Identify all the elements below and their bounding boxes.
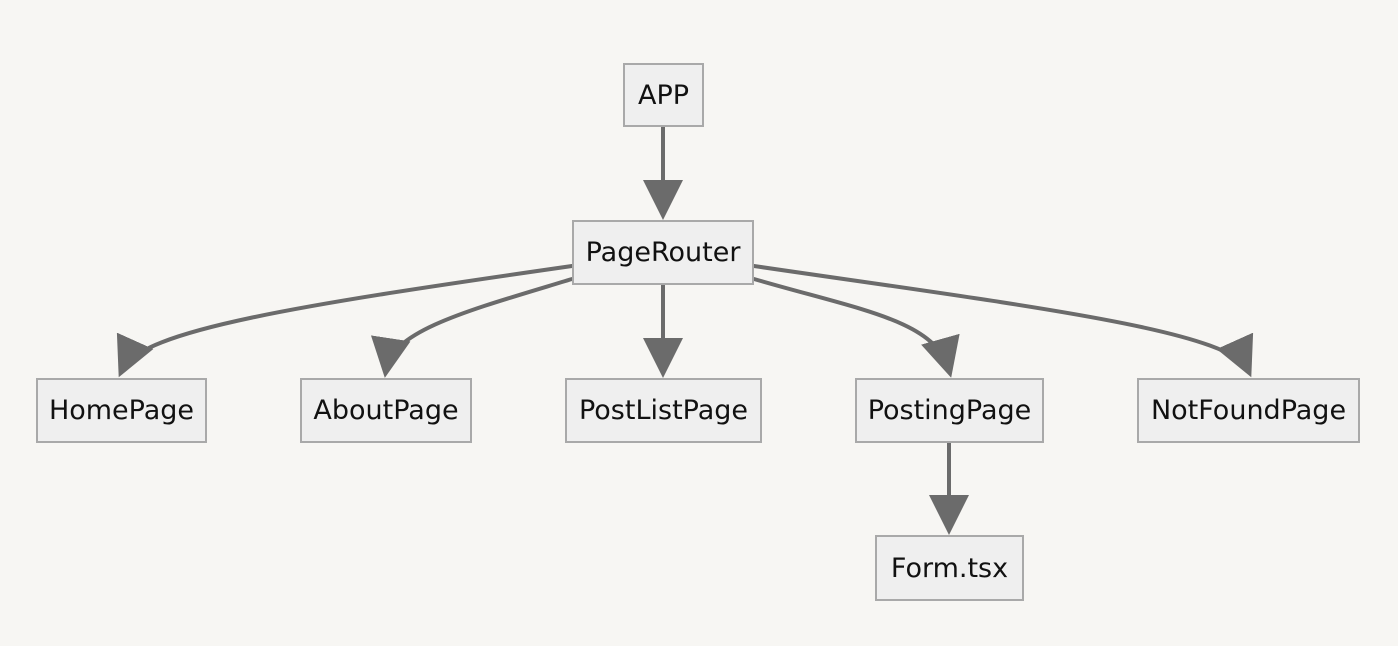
node-home-page-label: HomePage bbox=[48, 395, 195, 426]
node-post-list-page-label: PostListPage bbox=[578, 395, 749, 426]
node-post-list-page: PostListPage bbox=[565, 378, 762, 443]
node-page-router-label: PageRouter bbox=[585, 237, 741, 268]
node-posting-page-label: PostingPage bbox=[867, 395, 1032, 426]
edge-pagerouter-to-aboutpage bbox=[371, 277, 574, 378]
edge-pagerouter-to-notfoundpage bbox=[752, 264, 1253, 378]
node-page-router: PageRouter bbox=[572, 220, 754, 285]
node-about-page-label: AboutPage bbox=[313, 395, 459, 426]
node-not-found-page-label: NotFoundPage bbox=[1150, 395, 1347, 426]
node-form-tsx-label: Form.tsx bbox=[890, 552, 1009, 584]
edge-pagerouter-to-homepage bbox=[117, 264, 574, 378]
node-about-page: AboutPage bbox=[300, 378, 472, 443]
node-app: APP bbox=[623, 63, 704, 127]
node-form-tsx: Form.tsx bbox=[875, 535, 1024, 601]
node-not-found-page: NotFoundPage bbox=[1137, 378, 1360, 443]
node-home-page: HomePage bbox=[36, 378, 207, 443]
edge-pagerouter-to-postingpage bbox=[752, 277, 960, 378]
node-posting-page: PostingPage bbox=[855, 378, 1044, 443]
node-app-label: APP bbox=[637, 79, 690, 111]
